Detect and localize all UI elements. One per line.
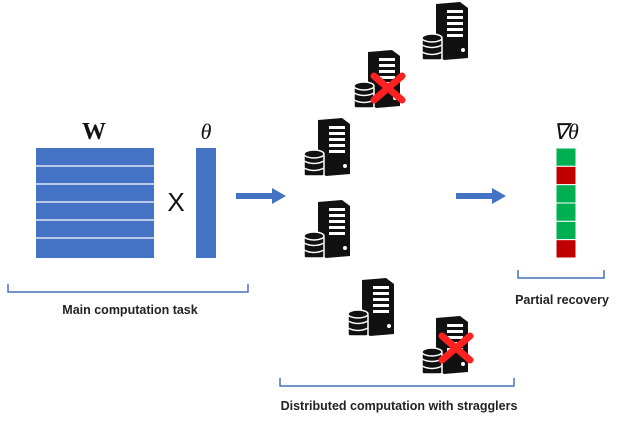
- server-2-straggler: [353, 49, 402, 109]
- vector-theta: [196, 148, 216, 258]
- partial-recovery-label: Partial recovery: [515, 293, 609, 307]
- distributed-label: Distributed computation with stragglers: [281, 399, 518, 413]
- multiply-symbol: X: [167, 187, 184, 217]
- partial-recovery-bracket: [517, 270, 605, 279]
- server-icon: [303, 117, 351, 177]
- server-icon: [421, 1, 469, 61]
- main-task-bracket: [7, 284, 249, 293]
- vector-label: θ: [201, 119, 212, 144]
- server-1: [421, 1, 469, 61]
- gradient-cell-red: [555, 239, 577, 259]
- server-icon: [303, 199, 351, 259]
- matrix-label: W: [82, 119, 106, 145]
- server-6-straggler: [421, 315, 470, 375]
- server-4: [303, 199, 351, 259]
- gradient-cell-green: [555, 220, 577, 241]
- matrix-w: [36, 148, 154, 258]
- main-task-label: Main computation task: [62, 303, 197, 317]
- gradient-label: ∇θ: [553, 119, 579, 144]
- server-5: [347, 277, 395, 337]
- server-icon: [347, 277, 395, 337]
- server-3: [303, 117, 351, 177]
- gradient-cell-red: [555, 165, 577, 186]
- gradient-cell-green: [555, 202, 577, 222]
- arrow-right-icon: [236, 188, 286, 204]
- distributed-bracket: [279, 378, 515, 387]
- arrow-right-icon: [456, 188, 506, 204]
- gradient-vector: [555, 147, 577, 259]
- gradient-cell-green: [555, 184, 577, 204]
- gradient-cell-green: [555, 147, 577, 167]
